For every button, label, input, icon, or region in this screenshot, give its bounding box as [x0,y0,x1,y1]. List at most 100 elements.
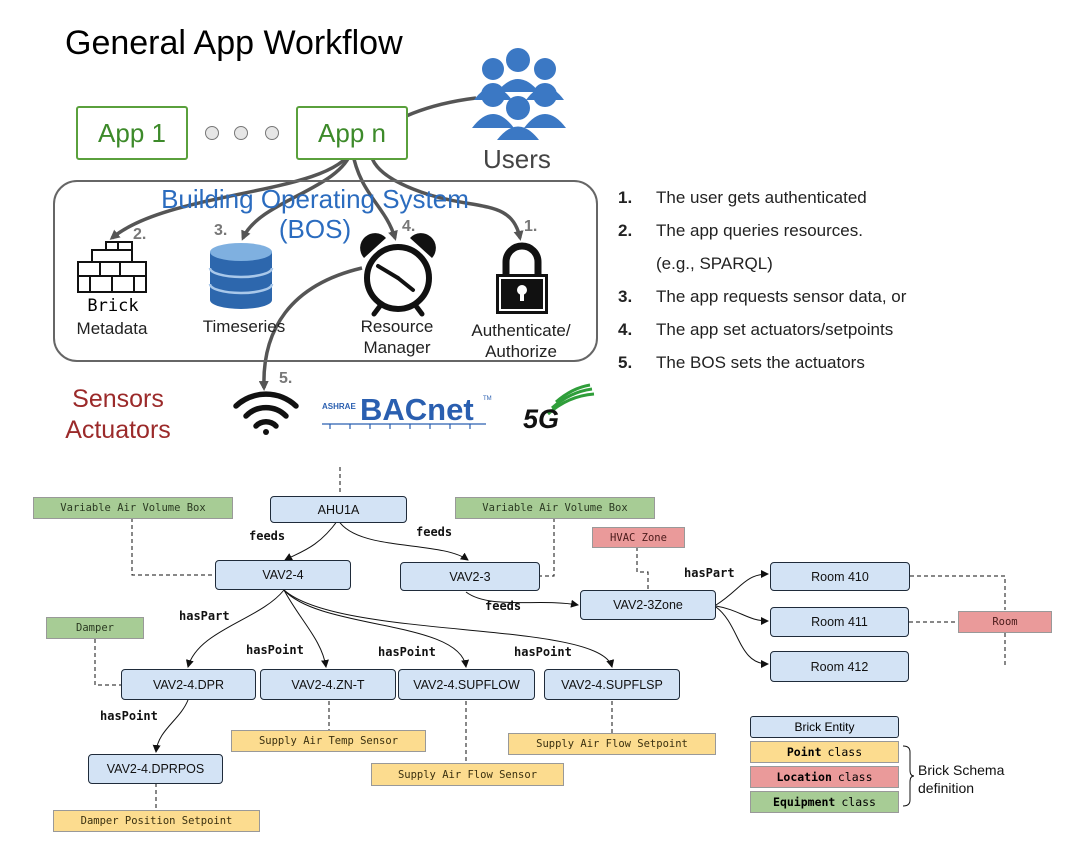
edge-vav24-znt [283,589,329,668]
bacnet-logo: BACnet [360,392,474,427]
bacnet-logo-base [322,423,486,429]
arrow-app-to-timeseries [241,149,354,241]
node-room-412: Room 412 [770,651,909,682]
step-number: 1. [618,188,633,207]
class-supply-air-flow-setpoint: Supply Air Flow Setpoint [508,733,716,755]
step-marker-4: 4. [402,218,416,235]
edge-ahu-vav23 [337,519,469,561]
node-room-411: Room 411 [770,607,909,637]
step-item: 3. The app requests sensor data, or [618,287,906,320]
5g-logo: 5G [523,404,560,434]
sensors-actuators-label: Sensors Actuators [52,384,184,446]
link-hvac-zone [636,547,649,590]
node-vav2-3zone: VAV2-3Zone [580,590,716,620]
bos-title-line2: (BOS) [278,214,352,244]
legend-brace [902,745,915,807]
step-item: 1. The user gets authenticated [618,188,906,221]
bos-title: Building Operating System (BOS) [130,184,500,244]
authenticate-label: Authenticate/ Authorize [454,320,588,362]
step-number: 3. [618,287,633,306]
app-1-box: App 1 [76,106,188,160]
class-damper: Damper [46,617,144,639]
bos-container [53,180,598,362]
step-item-note: (e.g., SPARQL) [618,254,906,287]
node-vav2-4-supflow: VAV2-4.SUPFLOW [398,669,535,700]
edge-vav24-supflow [283,589,470,668]
timeseries-label: Timeseries [202,317,286,336]
node-ahu1a: AHU1A [270,496,407,523]
arrow-resource-to-actuators [258,266,363,391]
users-icon [472,48,566,140]
legend-note: Brick Schema definition [918,761,1004,797]
node-vav2-3: VAV2-3 [400,562,540,591]
link-room-410 [910,575,1006,610]
class-vav-left: Variable Air Volume Box [33,497,233,519]
edge-vav23-zone [465,591,579,608]
step-marker-2: 2. [133,226,147,243]
relation-haspart: hasPart [684,566,735,580]
sensors-label: Sensors [72,385,164,413]
step-text: The app requests sensor data, or [656,287,907,306]
legend-entity-label: Brick Entity [794,720,855,734]
link-damper [94,639,121,686]
node-vav2-4-dprpos: VAV2-4.DPRPOS [88,754,223,784]
node-vav2-4-dpr: VAV2-4.DPR [121,669,256,700]
step-text: The app set actuators/setpoints [656,320,894,339]
class-vav-right: Variable Air Volume Box [455,497,655,519]
class-supply-air-flow: Supply Air Flow Sensor [371,763,564,786]
relation-haspart: hasPart [179,609,230,623]
edge-vav24-supflsp [283,589,615,668]
step-item: 5.The BOS sets the actuators [618,353,906,386]
step-text: The BOS sets the actuators [656,353,865,372]
edge-zone-room412 [715,606,769,668]
node-vav2-4-zn-t: VAV2-4.ZN-T [260,669,396,700]
authenticate-line1: Authenticate/ [471,321,571,340]
steps-list: 1.The user gets authenticated 2.The app … [618,188,906,386]
link-vav-right [540,518,555,577]
edge-zone-room411 [715,605,769,625]
relation-haspoint: hasPoint [246,643,304,657]
step-number: 4. [618,320,633,339]
app-n-label: App n [318,117,386,148]
relation-feeds: feeds [416,525,453,539]
ellipsis-dot [234,126,248,140]
link-vav-left [131,518,215,576]
node-room-410: Room 410 [770,562,910,591]
alarm-clock-icon [360,233,436,317]
step-text: The app queries resources. [656,221,863,240]
ellipsis-dot [205,126,219,140]
padlock-icon [496,242,548,314]
step-marker-5: 5. [279,370,293,387]
relation-haspoint: hasPoint [100,709,158,723]
step-marker-1: 1. [524,218,538,235]
arrow-users-to-auth [369,96,524,241]
legend-location-bold: Location [776,770,832,784]
actuators-label: Actuators [65,416,171,444]
legend-equipment-bold: Equipment [773,795,836,809]
resource-manager-line2: Manager [363,338,431,357]
edge-zone-room410 [715,570,769,606]
edge-dpr-dprpos [152,699,189,753]
legend-equipment-class: class [841,795,876,809]
resource-manager-label: Resource Manager [346,316,448,358]
bos-title-line1: Building Operating System [161,184,469,214]
bacnet-trademark: TM [483,396,492,402]
authenticate-line2: Authorize [485,342,557,361]
step-text: The user gets authenticated [656,188,867,207]
legend-point-class: class [827,745,863,759]
edge-ahu-vav24 [284,519,339,561]
app-1-label: App 1 [98,117,166,148]
ellipsis-dot [265,126,279,140]
users-label: Users [483,144,551,174]
database-icon [208,243,274,309]
ashrae-text: ASHRAE [322,402,356,411]
resource-manager-line1: Resource [360,317,434,336]
step-text: (e.g., SPARQL) [656,254,773,273]
arrow-app-to-brick [109,149,354,240]
legend-entity: Brick Entity [750,716,899,738]
class-supply-air-temp: Supply Air Temp Sensor [231,730,426,752]
legend-note-line1: Brick Schema [918,762,1005,778]
relation-feeds: feeds [249,529,286,543]
legend-note-line2: definition [918,780,975,796]
brick-word: Brick [87,296,139,316]
